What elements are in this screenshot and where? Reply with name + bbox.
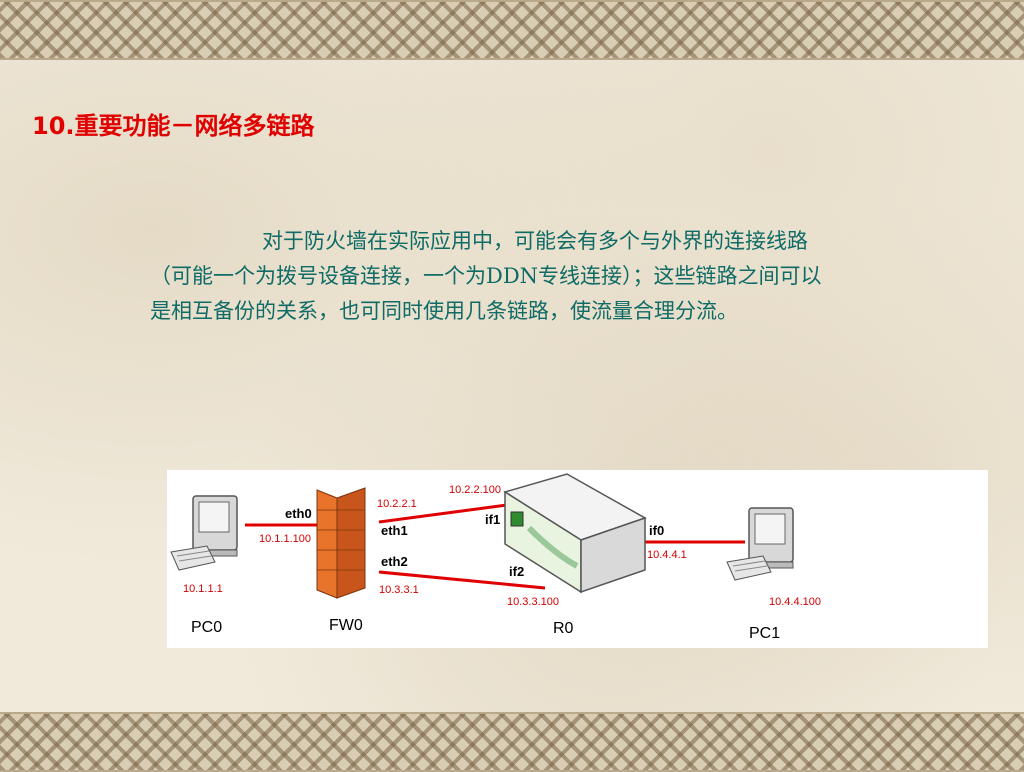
- if1-ip-label: 10.2.2.100: [449, 484, 501, 496]
- if2-ip-label: 10.3.3.100: [507, 596, 559, 608]
- eth1-ip-label: 10.2.2.1: [377, 498, 417, 510]
- eth2-ip-label: 10.3.3.1: [379, 584, 419, 596]
- fw0-device-label: FW0: [329, 617, 363, 634]
- eth2-label: eth2: [381, 554, 408, 569]
- if0-label: if0: [649, 523, 665, 538]
- r0-router-icon: [503, 473, 647, 594]
- fw0-firewall-icon: [316, 487, 366, 599]
- r0-device-label: R0: [553, 620, 574, 637]
- link-eth2-if2: [378, 570, 546, 590]
- pc1-device-label: PC1: [749, 625, 781, 642]
- pc1-computer-icon: [726, 507, 794, 581]
- pc0-device-label: PC0: [191, 619, 223, 636]
- if0-ip-label: 10.4.4.1: [647, 549, 687, 561]
- slide-title: 10.重要功能－网络多链路: [32, 112, 315, 140]
- bottom-decorative-border: [0, 712, 1024, 772]
- pc0-computer-icon: [170, 495, 238, 571]
- pc1-ip-label: 10.4.4.100: [769, 596, 821, 608]
- slide-body-text: 对于防火墙在实际应用中，可能会有多个与外界的连接线路（可能一个为拨号设备连接，一…: [150, 229, 822, 323]
- network-diagram-graphics: [170, 473, 794, 599]
- if2-label: if2: [509, 564, 525, 579]
- link-eth1-if1: [378, 503, 508, 524]
- eth0-ip-label: 10.1.1.100: [259, 533, 311, 545]
- if1-label: if1: [485, 512, 501, 527]
- eth1-label: eth1: [381, 523, 408, 538]
- eth0-label: eth0: [285, 506, 312, 521]
- top-decorative-border: [0, 0, 1024, 60]
- pc0-ip-label: 10.1.1.1: [183, 583, 223, 595]
- network-diagram: eth0 eth1 eth2 if1 if2 if0 10.1.1.1 10.1…: [167, 470, 988, 648]
